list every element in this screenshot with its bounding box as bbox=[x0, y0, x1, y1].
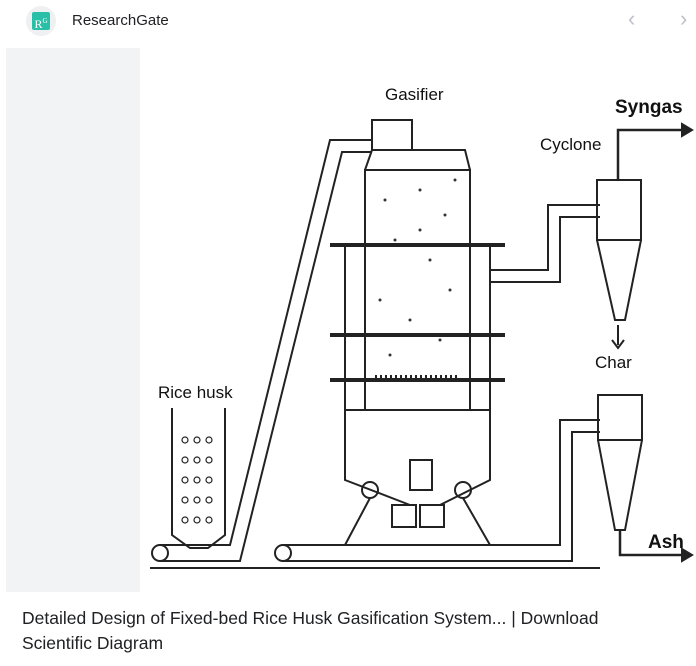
label-ash: Ash bbox=[648, 532, 684, 553]
label-gasifier: Gasifier bbox=[385, 85, 444, 104]
fuel-bed-particles bbox=[378, 178, 457, 357]
rice-husk-pellets bbox=[181, 436, 213, 524]
label-rice-husk: Rice husk bbox=[158, 383, 233, 402]
image-placeholder-panel bbox=[6, 48, 140, 592]
rg-logo-icon: RG bbox=[32, 12, 50, 31]
image-caption-link[interactable]: Detailed Design of Fixed-bed Rice Husk G… bbox=[22, 608, 599, 653]
header: RG ResearchGate ‹ › bbox=[0, 0, 696, 44]
diagram-image[interactable]: Gasifier Syngas Cyclone Char Rice husk A… bbox=[140, 48, 696, 592]
source-name[interactable]: ResearchGate bbox=[72, 12, 169, 29]
researchgate-logo[interactable]: RG bbox=[26, 6, 56, 36]
prev-button[interactable]: ‹ bbox=[628, 6, 636, 31]
next-button[interactable]: › bbox=[680, 6, 688, 31]
label-syngas: Syngas bbox=[615, 97, 683, 118]
label-cyclone: Cyclone bbox=[540, 135, 601, 154]
label-char: Char bbox=[595, 353, 632, 372]
